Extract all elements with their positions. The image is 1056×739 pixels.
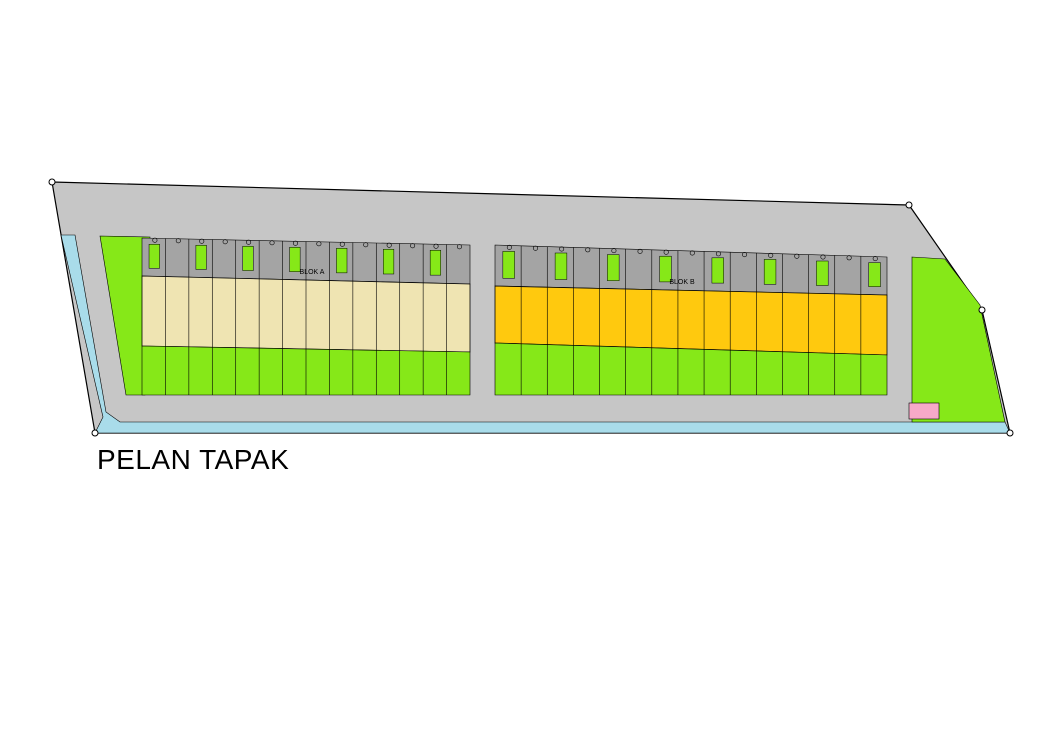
block-b-front-garden bbox=[868, 262, 881, 287]
block-a-front-garden bbox=[242, 246, 254, 271]
block-b-gate-marker bbox=[820, 254, 826, 260]
block-b-gate-marker bbox=[585, 247, 591, 253]
block-a-front-garden bbox=[429, 250, 441, 276]
block-a-front-garden bbox=[195, 245, 207, 270]
block-b-gate-marker bbox=[689, 250, 695, 256]
survey-point bbox=[905, 201, 913, 209]
block-b-front-garden bbox=[659, 255, 672, 283]
block-b-gate-marker bbox=[533, 245, 539, 251]
block-b-gate-marker bbox=[715, 251, 721, 257]
block-a-gate-marker bbox=[386, 242, 392, 248]
landscape-east bbox=[911, 256, 1006, 423]
block-b-gate-marker bbox=[611, 248, 617, 254]
block-a-front-garden bbox=[289, 247, 301, 272]
survey-point bbox=[1006, 429, 1014, 437]
block-b-gate-marker bbox=[872, 256, 878, 262]
block-b-front-garden bbox=[554, 252, 568, 280]
survey-point bbox=[48, 178, 56, 186]
block-a-gate-marker bbox=[246, 239, 252, 245]
block-b-gate-marker bbox=[768, 252, 774, 258]
block-a-gate-marker bbox=[175, 238, 181, 244]
block-a-gate-marker bbox=[292, 240, 298, 246]
block-b bbox=[494, 244, 888, 396]
block-a-gate-marker bbox=[316, 241, 322, 247]
block-b-front-garden bbox=[711, 257, 724, 284]
block-a-gate-marker bbox=[433, 243, 439, 249]
survey-point bbox=[978, 306, 986, 314]
plan-title: PELAN TAPAK bbox=[97, 444, 290, 475]
block-a-front-garden bbox=[148, 244, 160, 269]
block-a-label: BLOK A bbox=[300, 269, 325, 276]
block-b-gate-marker bbox=[559, 246, 565, 252]
block-b-gate-marker bbox=[663, 249, 669, 255]
block-a-front-garden bbox=[336, 248, 348, 274]
block-a-gate-marker bbox=[222, 239, 228, 245]
block-a-gate-marker bbox=[339, 241, 345, 247]
block-b-gate-marker bbox=[794, 253, 800, 259]
block-b-front-garden bbox=[816, 260, 829, 286]
block-b-gate-marker bbox=[742, 252, 748, 258]
block-a-gate-marker bbox=[199, 238, 205, 244]
block-b-label: BLOK B bbox=[669, 279, 695, 286]
block-b-gate-marker bbox=[506, 244, 512, 250]
block-a-gate-marker bbox=[363, 242, 369, 248]
block-a bbox=[141, 237, 471, 396]
block-a-front-garden bbox=[383, 249, 395, 275]
block-b-front-garden bbox=[502, 251, 515, 279]
block-a-gate-marker bbox=[269, 240, 275, 246]
block-a-gate-marker bbox=[410, 243, 416, 249]
block-b-front-garden bbox=[763, 259, 777, 285]
substation bbox=[908, 402, 940, 420]
block-a-gate-marker bbox=[152, 237, 158, 243]
block-b-front-garden bbox=[607, 254, 620, 281]
block-b-gate-marker bbox=[637, 248, 643, 254]
block-b-gate-marker bbox=[846, 255, 852, 261]
survey-point bbox=[91, 429, 99, 437]
survey-points bbox=[48, 178, 1014, 437]
block-a-gate-marker bbox=[456, 244, 462, 250]
